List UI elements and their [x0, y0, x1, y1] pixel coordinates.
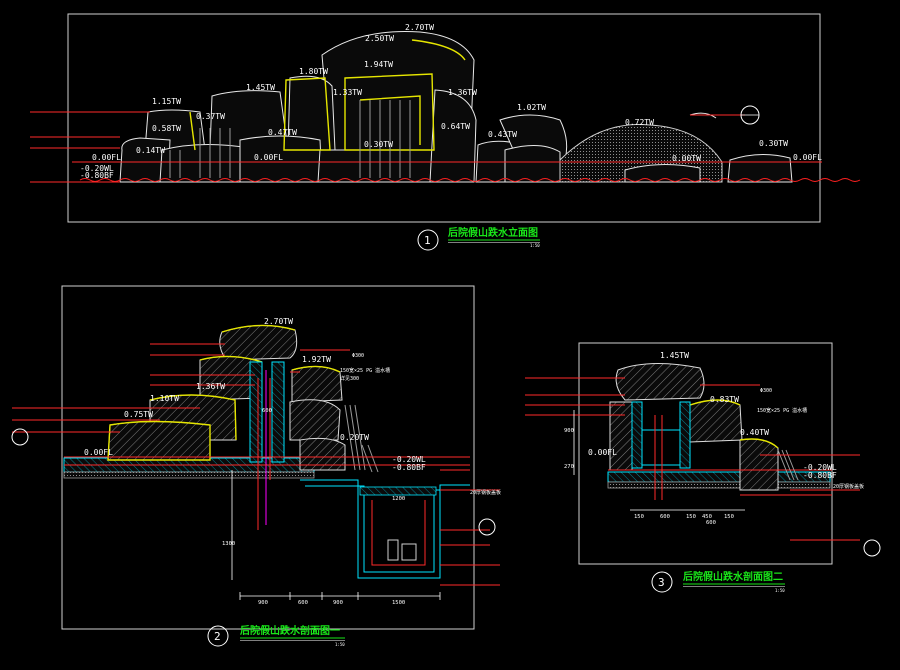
elevation-water-line	[79, 178, 861, 182]
level-label: 0.00FL	[84, 448, 113, 457]
annotation-text: Φ300	[760, 388, 772, 394]
annotation-text: 20厚钢板盖板	[470, 489, 501, 496]
level-label: 0.00FL	[254, 153, 283, 162]
level-label: 1.45TW	[660, 351, 689, 360]
elevation-waterfalls	[169, 100, 411, 178]
section-one-drawing: 2.70TW 1.92TW 1.36TW 1.10TW 0.75TW 0.00F…	[11, 285, 501, 647]
level-label: -0.20WL	[803, 463, 837, 472]
section-two-level-labels: 1.45TW 0.83TW 0.40TW 0.00FL -0.20WL -0.8…	[588, 351, 837, 480]
level-label: 0.47TW	[268, 128, 297, 137]
annotation-text: 150宽×25 PG 溢水槽	[340, 367, 390, 374]
level-label: 0.43TW	[488, 130, 517, 139]
drawing-title: 后院假山跌水剖面图二	[683, 570, 783, 583]
level-label: 1.80TW	[299, 67, 328, 76]
section-two-title-block: 3 后院假山跌水剖面图二 1:50	[651, 570, 785, 593]
drawing-number: 3	[658, 576, 665, 589]
level-label: 2.70TW	[264, 317, 293, 326]
elevation-leaders	[30, 105, 760, 183]
level-label: 0.58TW	[152, 124, 181, 133]
dimension-text: 150	[686, 514, 696, 520]
drawing-number-circle	[207, 625, 229, 647]
level-label: 1.02TW	[517, 103, 546, 112]
drawing-number: 1	[424, 234, 431, 247]
elevation-level-labels: 2.70TW 2.50TW 1.94TW 1.80TW 1.45TW 1.33T…	[80, 23, 822, 180]
drawing-number-circle	[417, 229, 439, 251]
level-label: -0.80BF	[392, 463, 426, 472]
drawing-number-circle	[651, 571, 673, 593]
dimension-text: 600	[706, 520, 716, 526]
level-label: -0.80BF	[80, 171, 114, 180]
level-label: 1.10TW	[150, 394, 179, 403]
level-label: 1.92TW	[302, 355, 331, 364]
elevation-frame	[67, 13, 821, 223]
level-label: 0.72TW	[625, 118, 654, 127]
dimension-text: 1500	[392, 600, 405, 606]
section-one-title-block: 2 后院假山跌水剖面图一 1:50	[207, 624, 345, 647]
dimension-text: 900	[333, 600, 343, 606]
level-label: 0.00FL	[793, 153, 822, 162]
level-label: -0.80BF	[803, 471, 837, 480]
level-label: 1.45TW	[246, 83, 275, 92]
drawing-scale: 1:50	[775, 588, 785, 593]
level-label: 0.64TW	[441, 122, 470, 131]
dimension-text: 150	[634, 514, 644, 520]
level-label: -0.20WL	[80, 164, 114, 173]
dimension-text: 600	[262, 408, 272, 414]
level-label: 1.94TW	[364, 60, 393, 69]
dimension-text: 1300	[222, 541, 235, 547]
level-label: 0.83TW	[710, 395, 739, 404]
level-label: 1.33TW	[333, 88, 362, 97]
level-label: 0.30TW	[759, 139, 788, 148]
level-label: 0.30TW	[364, 140, 393, 149]
drawing-title: 后院假山跌水剖面图一	[240, 624, 340, 637]
elevation-rocks	[119, 31, 793, 183]
drawing-scale: 1:50	[335, 642, 345, 647]
dimension-text: 150	[724, 514, 734, 520]
dimension-text: 600	[298, 600, 308, 606]
level-label: 0.37TW	[196, 112, 225, 121]
dimension-text: 600	[660, 514, 670, 520]
dimension-text: 1200	[392, 496, 405, 502]
level-label: 0.20TW	[340, 433, 369, 442]
level-label: 0.40TW	[740, 428, 769, 437]
annotation-text: 20厚钢板盖板	[833, 483, 864, 490]
dimension-text: 450	[702, 514, 712, 520]
dimension-text: 900	[258, 600, 268, 606]
drawing-scale: 1:50	[530, 243, 540, 248]
drawing-title: 后院假山跌水立面图	[448, 226, 538, 239]
level-label: 0.00TW	[672, 154, 701, 163]
elevation-title-block: 1 后院假山跌水立面图 1:50	[417, 226, 540, 251]
section-two-frame	[578, 342, 833, 565]
dimension-text: 270	[564, 464, 574, 470]
level-label: 2.50TW	[365, 34, 394, 43]
level-label: 2.70TW	[405, 23, 434, 32]
level-label: 0.75TW	[124, 410, 153, 419]
section-one-level-labels: 2.70TW 1.92TW 1.36TW 1.10TW 0.75TW 0.00F…	[84, 317, 426, 472]
section-two-drawing: 1.45TW 0.83TW 0.40TW 0.00FL -0.20WL -0.8…	[525, 342, 881, 593]
level-label: 1.36TW	[448, 88, 477, 97]
level-label: 1.15TW	[152, 97, 181, 106]
level-label: -0.20WL	[392, 455, 426, 464]
level-label: 0.14TW	[136, 146, 165, 155]
drawing-number: 2	[214, 630, 221, 643]
annotation-text: 150宽×25 PG 溢水槽	[757, 407, 807, 414]
level-label: 0.00FL	[92, 153, 121, 162]
elevation-highlights	[189, 39, 466, 151]
annotation-text: Φ300	[352, 353, 364, 359]
section-one-frame	[61, 285, 475, 630]
level-label: 1.36TW	[196, 382, 225, 391]
annotation-text: 详见300	[340, 375, 359, 382]
elevation-drawing: 2.70TW 2.50TW 1.94TW 1.80TW 1.45TW 1.33T…	[30, 13, 861, 251]
dimension-text: 900	[564, 428, 574, 434]
level-label: 0.00FL	[588, 448, 617, 457]
